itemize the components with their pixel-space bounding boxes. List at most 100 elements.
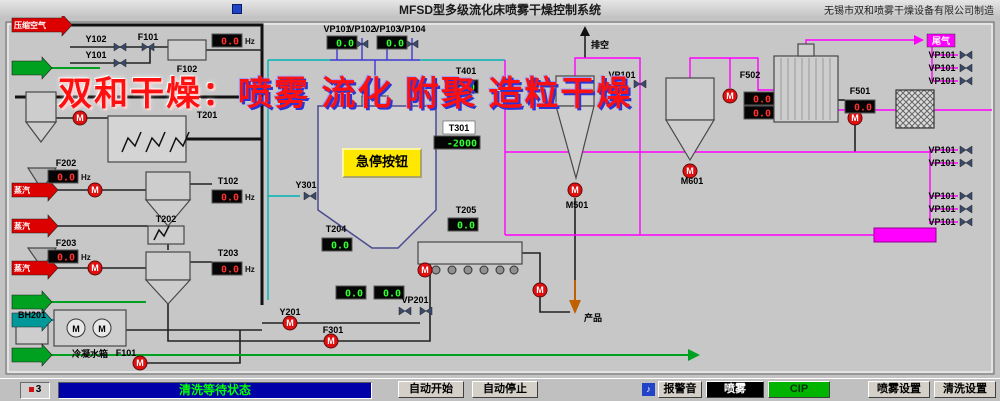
motor-valve-icon[interactable] [87, 182, 103, 198]
pneumatic-valve-icon[interactable] [959, 50, 967, 60]
tag-VP101: VP101 [928, 217, 955, 227]
pneumatic-valve-icon[interactable] [965, 63, 973, 73]
pneumatic-valve-icon[interactable] [425, 306, 433, 316]
title-bar: MFSD型多级流化床喷雾干燥控制系统 无锡市双和喷雾干燥设备有限公司制造 [0, 0, 1000, 17]
pneumatic-valve-icon[interactable] [965, 191, 973, 201]
pneumatic-valve-icon[interactable] [959, 217, 967, 227]
motor-valve-glyph: M [421, 265, 429, 275]
numeric-display-value: 0.0 [221, 37, 239, 48]
pneumatic-valve-icon[interactable] [959, 204, 967, 214]
cip-mode-button[interactable]: CIP [768, 381, 830, 398]
flow-arrow [11, 343, 53, 367]
clean-settings-button[interactable]: 清洗设置 [934, 381, 996, 398]
display-unit-label: Hz [245, 37, 255, 46]
pneumatic-valve-icon[interactable] [398, 306, 406, 316]
cyclone-2-body [145, 251, 191, 281]
motor-valve-icon[interactable] [282, 315, 298, 331]
pneumatic-valve-icon[interactable] [965, 204, 973, 214]
pneumatic-valve-icon[interactable] [959, 158, 967, 168]
pneumatic-valve-icon[interactable] [639, 79, 647, 89]
tag-VP101: VP101 [928, 158, 955, 168]
numeric-display [447, 217, 479, 232]
pneumatic-valve-icon[interactable] [965, 145, 973, 155]
tag-T204: T204 [326, 224, 347, 234]
pneumatic-valve-icon[interactable] [959, 63, 967, 73]
heater-element-icon [121, 131, 190, 241]
pneumatic-valve-icon[interactable] [303, 191, 311, 201]
tag-VP101: VP101 [928, 63, 955, 73]
tag-F102: F102 [177, 64, 198, 74]
numeric-display-value: 0.0 [383, 289, 401, 300]
numeric-display [433, 135, 481, 150]
pneumatic-valve-icon[interactable] [633, 79, 641, 89]
tank-pump-2[interactable] [92, 318, 112, 338]
pneumatic-valve-icon[interactable] [965, 158, 973, 168]
pneumatic-valve-icon[interactable] [113, 42, 121, 52]
numeric-display-value: 0.0 [331, 241, 349, 252]
motor-valve-icon[interactable] [532, 282, 548, 298]
numeric-display [376, 35, 408, 50]
motor-valve-icon[interactable] [323, 333, 339, 349]
pneumatic-valve-icon[interactable] [309, 191, 317, 201]
numeric-display-value: 0.0 [386, 39, 404, 50]
auto-stop-button[interactable]: 自动停止 [472, 381, 538, 398]
pneumatic-valve-icon[interactable] [959, 145, 967, 155]
tag-BH201: BH201 [18, 310, 46, 320]
pneumatic-valve-icon[interactable] [404, 306, 412, 316]
alarm-sound-icon[interactable]: ♪ [642, 383, 655, 396]
numeric-display [326, 35, 358, 50]
pneumatic-valve-icon[interactable] [141, 42, 149, 52]
flow-arrow [11, 214, 59, 238]
numeric-display-value: 0.0 [345, 289, 363, 300]
numeric-display-value: 0.0 [753, 95, 771, 106]
pneumatic-valve-icon[interactable] [361, 39, 369, 49]
pneumatic-valve-icon[interactable] [959, 191, 967, 201]
numeric-display-value: 0.0 [57, 253, 75, 264]
product-arrowhead [569, 300, 581, 314]
motor-valve-icon[interactable] [132, 355, 148, 371]
display-unit-label: Hz [81, 253, 91, 262]
vent-arrowhead [580, 26, 590, 36]
alarm-sound-button[interactable]: 报警音 [658, 381, 702, 398]
tag-VP104: VP104 [398, 24, 425, 34]
pneumatic-valve-icon[interactable] [119, 42, 127, 52]
tag-VP101: VP101 [928, 145, 955, 155]
emergency-stop-button[interactable]: 急停按钮 [342, 148, 422, 178]
pneumatic-valve-icon[interactable] [119, 58, 127, 68]
tall-cyclone-cone [555, 105, 595, 181]
tag-产品: 产品 [584, 312, 602, 323]
spray-mode-button[interactable]: 喷雾 [706, 381, 764, 398]
pneumatic-valve-icon[interactable] [147, 42, 155, 52]
status-bar: 清洗等待状态 [58, 382, 372, 399]
tag-VP101: VP101 [928, 204, 955, 214]
motor-valve-icon[interactable] [87, 260, 103, 276]
pneumatic-valve-icon[interactable] [959, 76, 967, 86]
pneumatic-valve-icon[interactable] [419, 306, 427, 316]
spray-settings-button[interactable]: 喷雾设置 [868, 381, 930, 398]
motor-valve-glyph: M [76, 113, 84, 123]
pneumatic-valve-icon[interactable] [113, 58, 121, 68]
auto-start-button[interactable]: 自动开始 [398, 381, 464, 398]
motor-valve-icon[interactable] [682, 163, 698, 179]
flow-arrow [11, 290, 53, 314]
condensate-tank [53, 309, 127, 347]
pneumatic-valve-icon[interactable] [411, 39, 419, 49]
page-indicator[interactable]: 3 [20, 382, 50, 399]
tag-M: M [98, 324, 106, 334]
motor-valve-icon[interactable] [722, 88, 738, 104]
motor-valve-icon[interactable] [417, 262, 433, 278]
pneumatic-valve-icon[interactable] [965, 50, 973, 60]
exhaust-arrowhead [914, 35, 924, 45]
tank-pump-1[interactable] [66, 318, 86, 338]
numeric-display [743, 91, 775, 106]
pneumatic-valve-icon[interactable] [965, 217, 973, 227]
tag-Y102: Y102 [85, 34, 106, 44]
heat-exchanger [773, 55, 839, 123]
motor-valve-glyph: M [327, 336, 335, 346]
app-icon [232, 4, 242, 14]
numeric-display-value: 0.0 [753, 109, 771, 120]
motor-valve-icon[interactable] [72, 110, 88, 126]
numeric-display-value: 0.0 [457, 83, 475, 94]
pneumatic-valve-icon[interactable] [965, 76, 973, 86]
motor-valve-icon[interactable] [567, 182, 583, 198]
